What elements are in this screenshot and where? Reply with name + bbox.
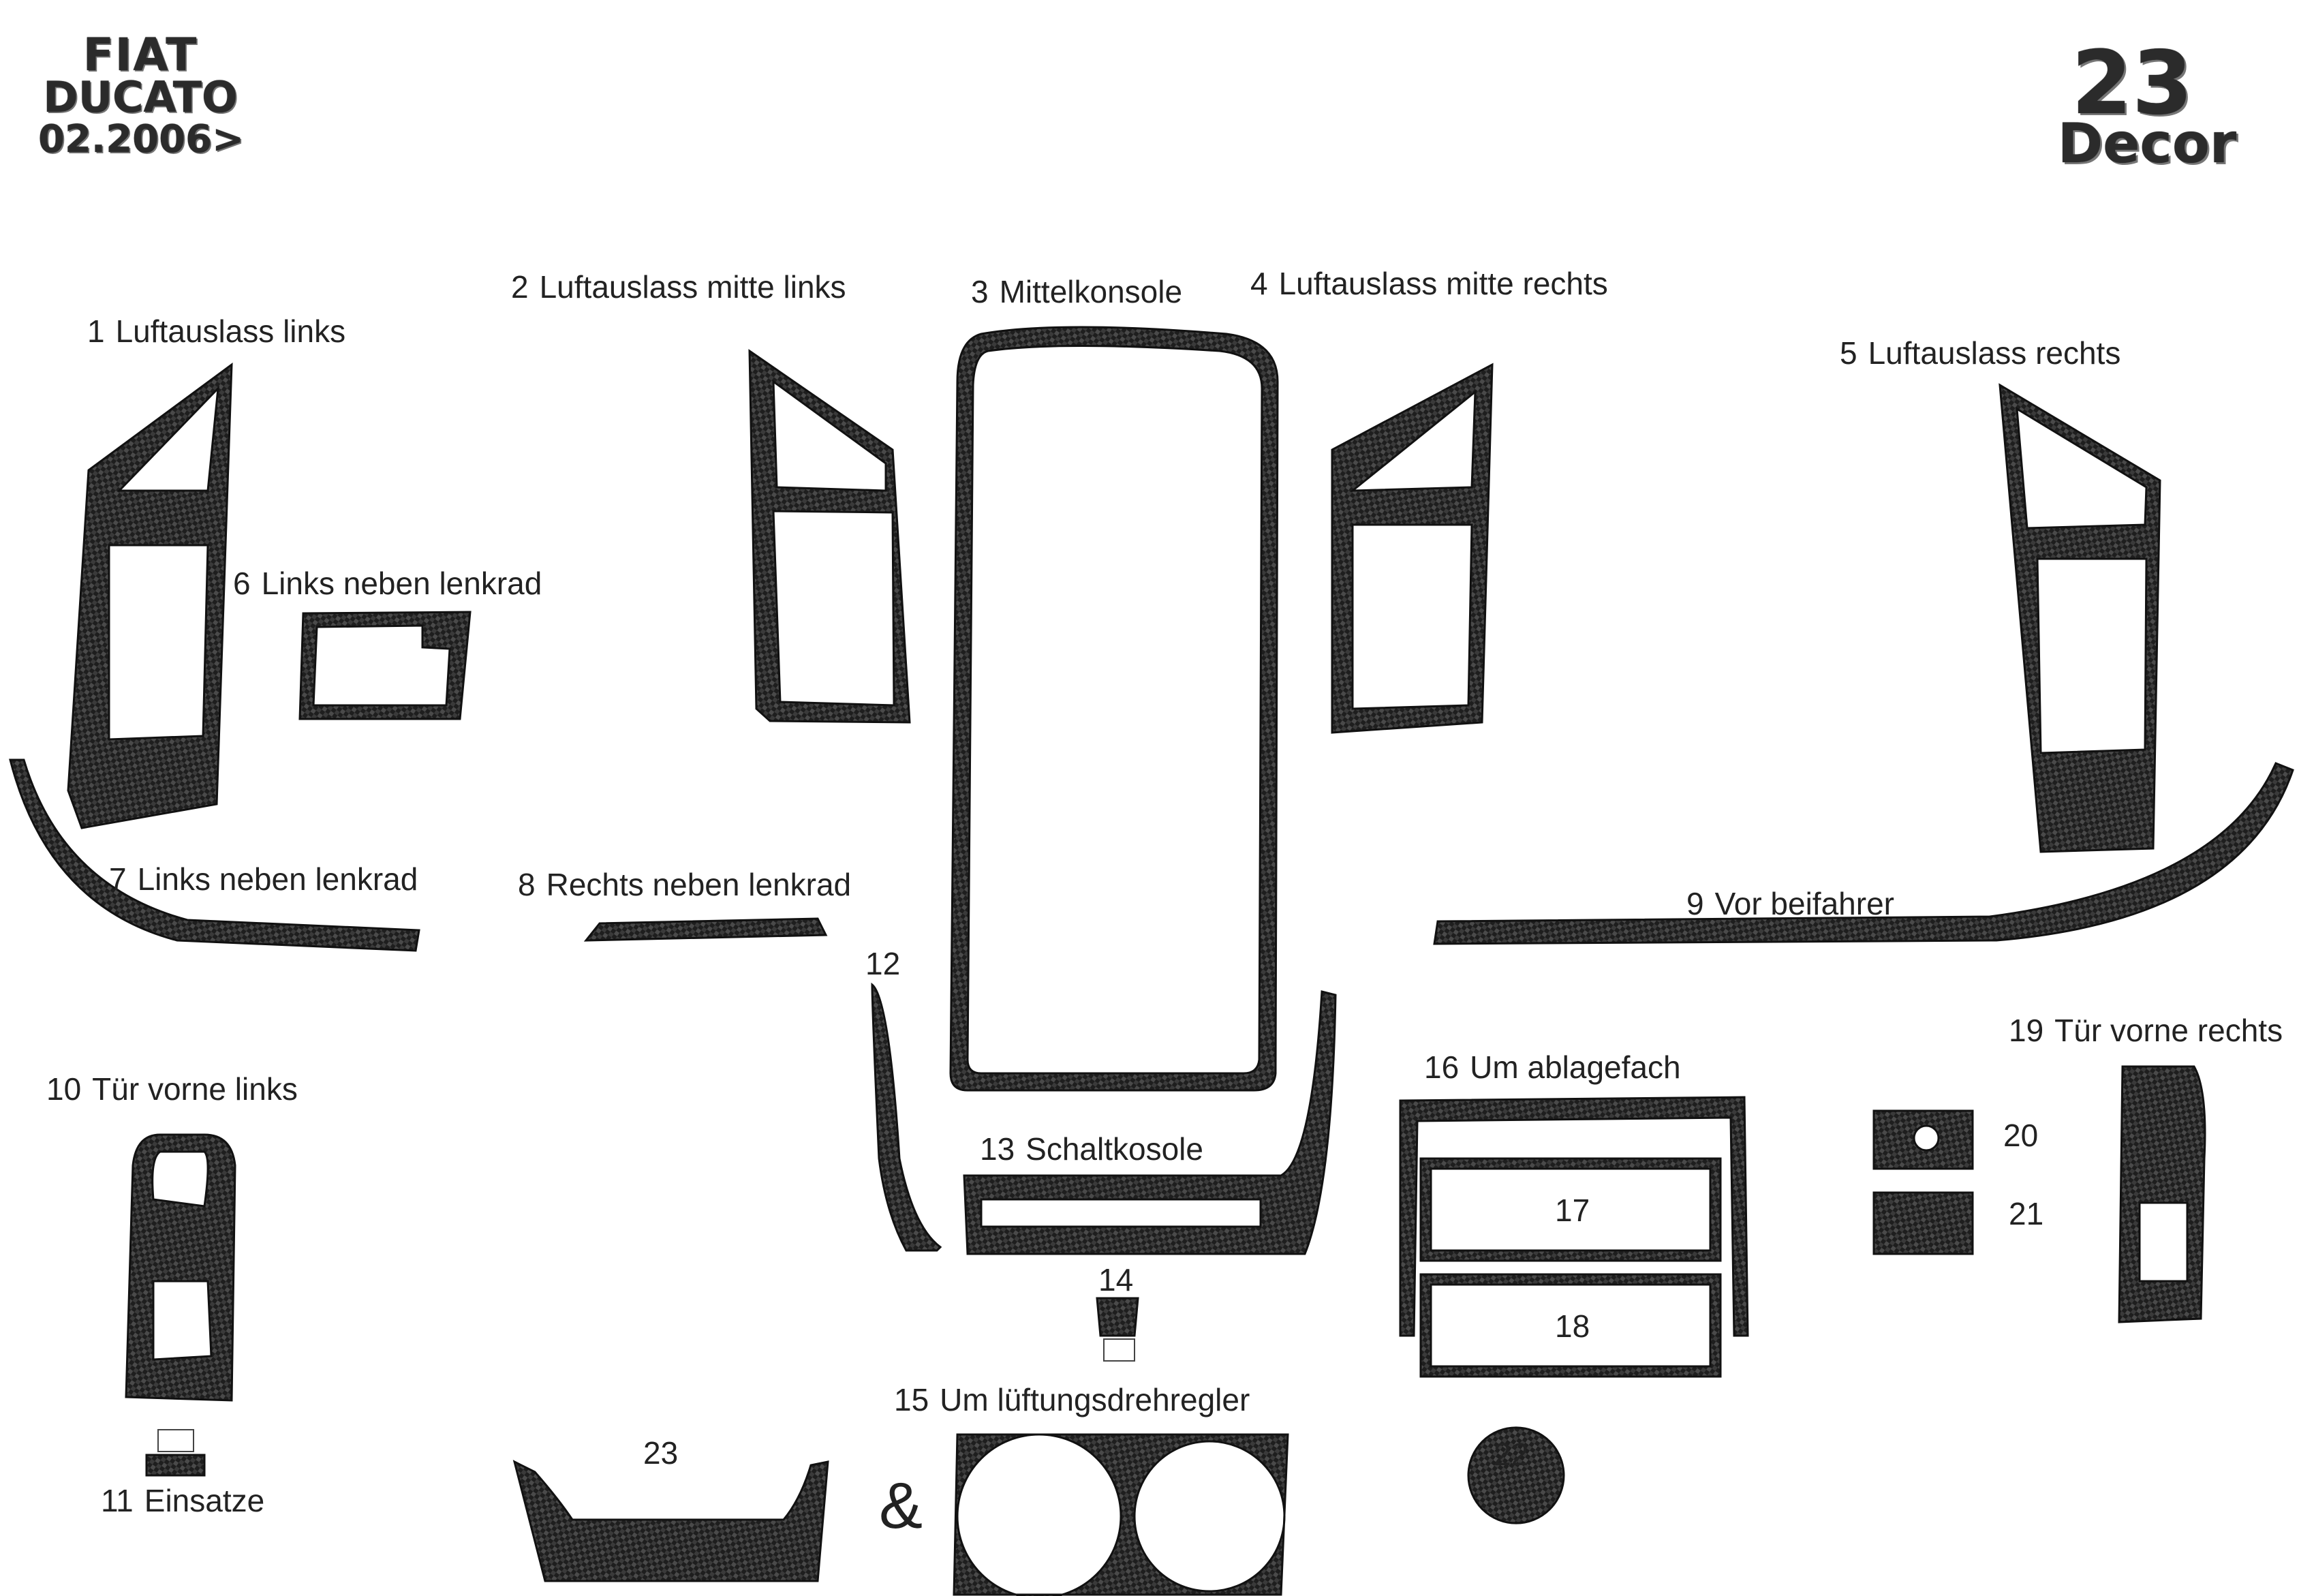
part-19-door-front-right — [2118, 1065, 2206, 1323]
part-9-passenger-strip — [1433, 762, 2294, 945]
part-12-side-trim — [871, 982, 942, 1252]
part-13-shift-console — [963, 990, 1337, 1255]
part-5-vent-right — [1999, 383, 2161, 853]
part-21-trim — [1872, 1191, 1974, 1255]
part-1-vent-left — [67, 362, 233, 829]
part-20-trim — [1872, 1109, 1974, 1170]
part-11-insert — [145, 1454, 206, 1477]
ampersand: & — [879, 1469, 923, 1542]
part-8-right-strip — [583, 917, 828, 942]
vehicle-make: FIAT — [82, 29, 198, 81]
part-10-door-front-left — [125, 1133, 236, 1402]
label-part-20: 20 — [2003, 1118, 2039, 1153]
part-4-vent-mid-right — [1331, 363, 1494, 734]
part-23-lower-trim — [512, 1460, 829, 1582]
set-name: Decor — [2057, 112, 2237, 175]
vehicle-date: 02.2006> — [38, 117, 244, 162]
part-15-vent-knob-surround — [953, 1433, 1289, 1596]
part-22-round-trim — [1467, 1426, 1565, 1524]
part-11-outline — [157, 1429, 194, 1452]
part-14-small-trim — [1096, 1297, 1139, 1337]
part-2-vent-mid-left — [748, 349, 911, 724]
label-part-23: 23 — [643, 1435, 679, 1471]
label-part-18: 18 — [1555, 1308, 1590, 1344]
label-part-14: 14 — [1098, 1262, 1134, 1298]
part-16-storage-surround — [1399, 1096, 1749, 1337]
part-17-panel — [1419, 1157, 1722, 1262]
label-part-12: 12 — [865, 946, 901, 981]
label-part-21: 21 — [2009, 1196, 2044, 1231]
part-3-center-console — [949, 326, 1279, 1092]
vehicle-model: DUCATO — [43, 72, 238, 122]
part-6-left-of-wheel — [298, 611, 472, 720]
label-part-22: 22 — [1494, 1437, 1529, 1472]
label-part-17: 17 — [1555, 1193, 1590, 1228]
part-18-panel — [1419, 1273, 1722, 1378]
part-7-left-strip — [9, 758, 420, 952]
part-14-outline — [1103, 1338, 1135, 1362]
set-number: 23 — [2071, 33, 2193, 134]
